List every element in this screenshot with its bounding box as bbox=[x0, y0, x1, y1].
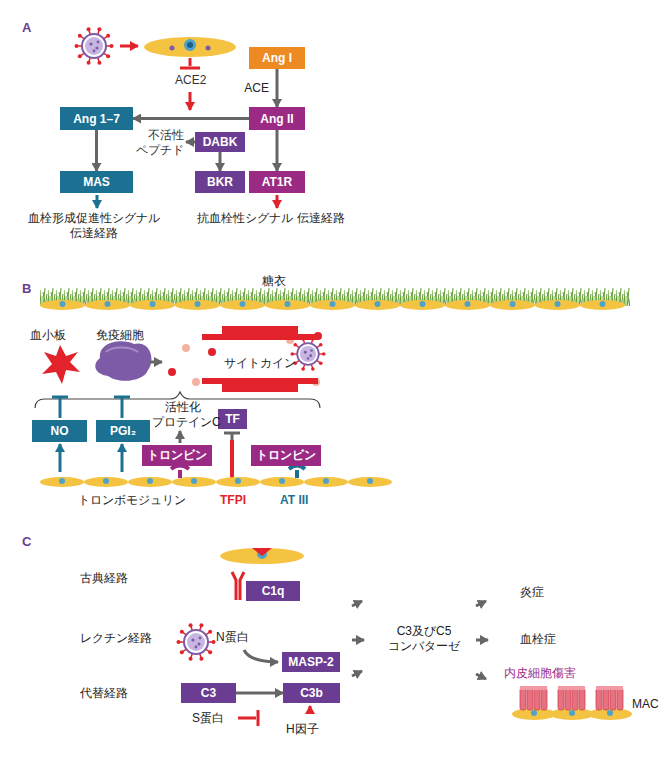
box-label: NO bbox=[51, 424, 69, 438]
text-label: 血栓形成促進性シグナル 伝達経路 bbox=[14, 211, 174, 241]
text-label: 血栓症 bbox=[520, 632, 556, 647]
box-label: Ang II bbox=[260, 112, 293, 126]
process-box: DABK bbox=[195, 132, 245, 152]
arrow-connector bbox=[276, 69, 279, 107]
panel-letter: A bbox=[22, 20, 31, 36]
text-label: 炎症 bbox=[520, 585, 544, 600]
box-label: C3b bbox=[300, 686, 323, 700]
box-label: TF bbox=[225, 412, 240, 426]
text-label: 代替経路 bbox=[80, 686, 128, 701]
process-box: Ang II bbox=[249, 107, 305, 130]
process-box: C3b bbox=[283, 683, 340, 703]
text-label: 内皮細胞傷害 bbox=[504, 666, 576, 681]
text-label: H因子 bbox=[286, 722, 319, 737]
text-label: 免疫細胞 bbox=[96, 328, 144, 343]
box-label: C1q bbox=[262, 584, 285, 598]
text-label: MAC bbox=[632, 697, 659, 712]
box-label: トロンビン bbox=[147, 447, 207, 464]
arrow-connector bbox=[276, 130, 279, 171]
text-label: 糖衣 bbox=[262, 274, 286, 289]
text-label: トロンボモジュリン bbox=[78, 493, 186, 508]
process-box: トロンビン bbox=[251, 445, 321, 466]
box-label: MAS bbox=[83, 175, 110, 189]
text-label: ACE2 bbox=[175, 73, 206, 88]
box-label: DABK bbox=[203, 135, 238, 149]
box-label: BKR bbox=[207, 175, 233, 189]
process-box: TF bbox=[218, 409, 247, 429]
text-label: C3及びC5 コンバターゼ bbox=[374, 624, 474, 654]
process-box: PGI₂ bbox=[96, 420, 150, 442]
arrow-connector bbox=[219, 152, 222, 171]
arrow-connector bbox=[236, 692, 283, 695]
process-box: NO bbox=[32, 420, 87, 442]
process-box: C3 bbox=[181, 683, 236, 703]
text-label: N蛋白 bbox=[216, 630, 249, 645]
process-box: C1q bbox=[246, 581, 300, 601]
process-box: AT1R bbox=[249, 171, 305, 193]
arrow-connector bbox=[95, 130, 98, 171]
box-label: AT1R bbox=[262, 175, 292, 189]
text-label: サイトカイン bbox=[224, 356, 296, 371]
text-label: 活性化 プロテインC bbox=[152, 400, 214, 430]
box-label: Ang 1–7 bbox=[73, 112, 120, 126]
panel-letter: B bbox=[22, 281, 31, 297]
text-label: AT III bbox=[280, 493, 308, 508]
box-label: Ang I bbox=[262, 51, 292, 65]
text-label: 抗血栓性シグナル 伝達経路 bbox=[196, 211, 346, 226]
text-label: レクチン経路 bbox=[80, 631, 152, 646]
process-box: トロンビン bbox=[142, 445, 212, 466]
process-box: MASP-2 bbox=[282, 652, 340, 672]
process-box: Ang I bbox=[249, 47, 305, 69]
arrow-connector bbox=[133, 117, 249, 120]
box-label: MASP-2 bbox=[288, 655, 333, 669]
process-box: Ang 1–7 bbox=[60, 107, 133, 130]
process-box: MAS bbox=[60, 171, 133, 193]
text-label: TFPI bbox=[220, 493, 246, 508]
box-label: PGI₂ bbox=[110, 424, 136, 438]
box-label: トロンビン bbox=[256, 447, 316, 464]
text-label: 古典経路 bbox=[80, 571, 128, 586]
text-label: 血小板 bbox=[30, 328, 66, 343]
text-label: S蛋白 bbox=[192, 711, 224, 726]
text-label: 不活性 ペプチド bbox=[126, 128, 184, 158]
panel-letter: C bbox=[22, 534, 31, 550]
edge-label: ACE bbox=[242, 81, 271, 95]
process-box: BKR bbox=[195, 171, 245, 193]
box-label: C3 bbox=[201, 686, 216, 700]
